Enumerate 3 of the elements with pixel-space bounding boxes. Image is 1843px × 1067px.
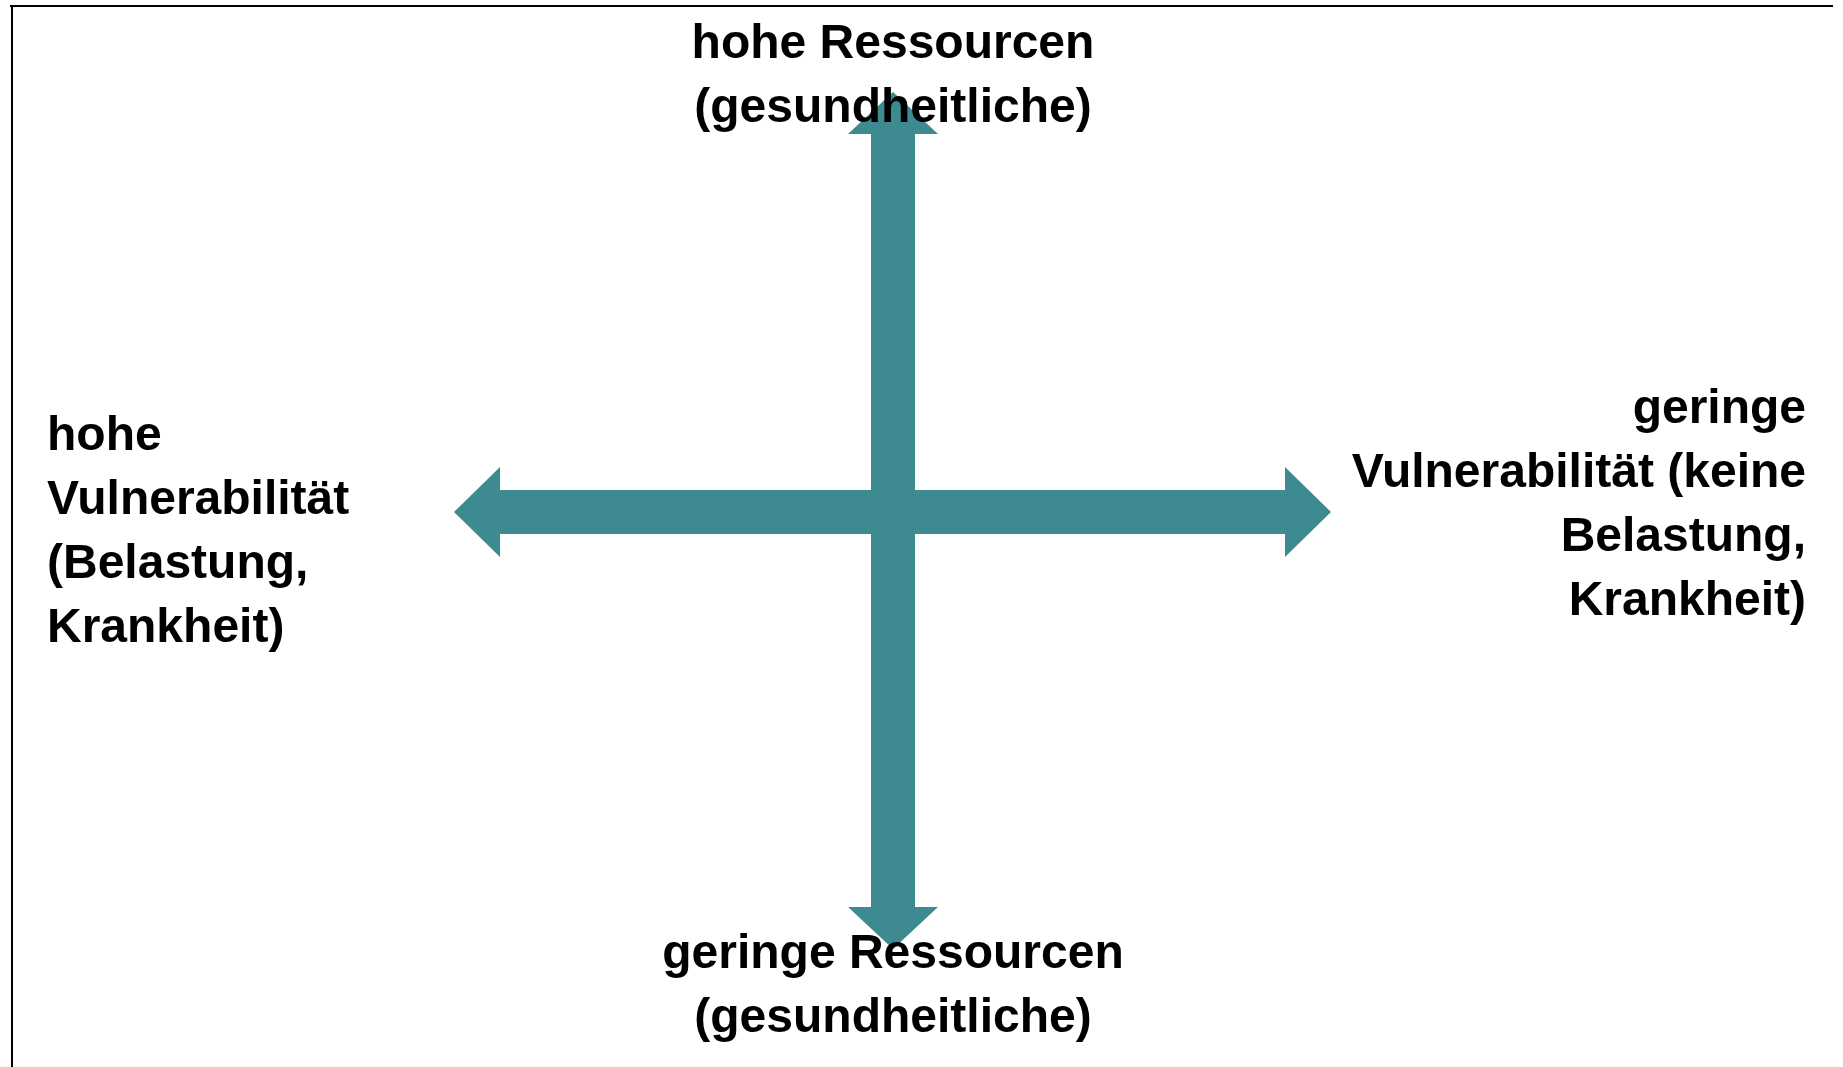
axis-label: hohe Vulnerabilität (Belastung, Krankheit) — [47, 406, 351, 654]
axis-label: geringe Vulnerabilität (keine Belastung, Krankheit) — [1350, 379, 1806, 627]
axis-label: geringe Ressourcen (gesundheitliche) — [661, 924, 1125, 1044]
